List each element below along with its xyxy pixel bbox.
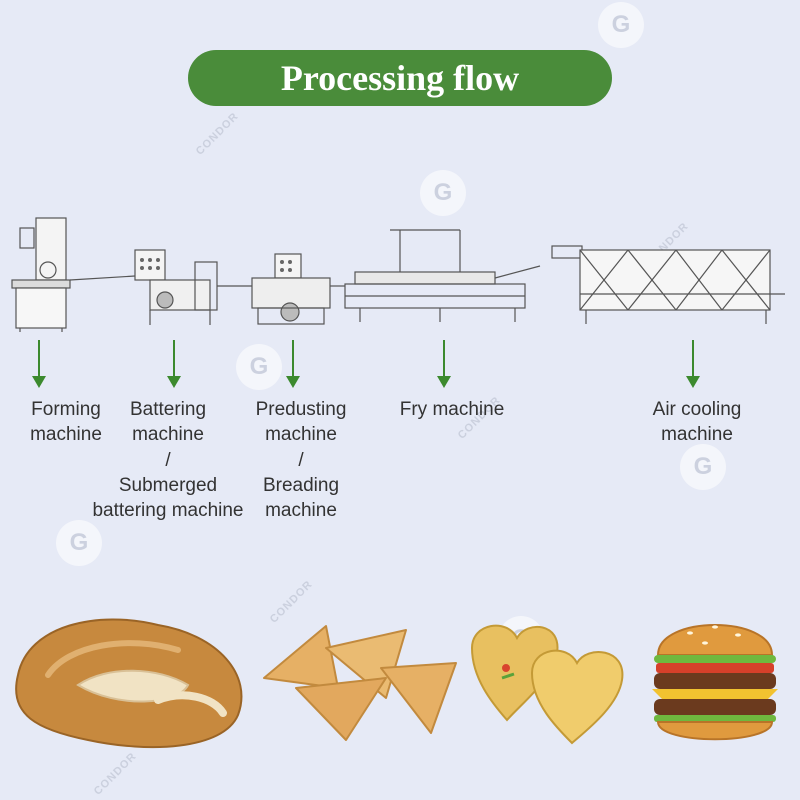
watermark-logo-icon: G (420, 170, 466, 216)
page-title: Processing flow (188, 50, 612, 106)
burger-icon (652, 624, 778, 741)
step-label-separator: / (165, 450, 171, 471)
watermark-brand: CONDOR (91, 750, 140, 798)
step-label-line: machine (265, 500, 337, 521)
heart-shaped-snack-icon (470, 624, 624, 745)
page-title-text: Processing flow (280, 58, 520, 98)
forming-machine-icon (11, 217, 71, 332)
step-label-line: Breading (262, 475, 340, 496)
battering-machine-icon (134, 249, 218, 325)
arrow-down-icon (686, 340, 700, 388)
step-label-line: machine (265, 424, 337, 445)
watermark-logo-icon: G (680, 444, 726, 490)
step-label-fry: Fry machine (384, 397, 520, 422)
step-label-predusting: Predusting machine / Breading machine (240, 397, 362, 523)
watermark-logo-icon: G (598, 2, 644, 48)
breaded-chicken-cutlet-icon (15, 618, 243, 749)
predusting-machine-icon (251, 253, 331, 325)
step-label-line: battering machine (92, 500, 244, 521)
step-label-line: machine (132, 424, 204, 445)
step-label-line: Submerged (118, 475, 218, 496)
step-label-line: Air cooling (652, 399, 742, 420)
step-label-line: machine (30, 424, 102, 445)
arrow-down-icon (286, 340, 300, 388)
step-label-separator: / (298, 450, 304, 471)
step-label-line: machine (661, 424, 733, 445)
arrow-down-icon (32, 340, 46, 388)
production-line-drawing (11, 217, 785, 332)
watermark-brand: CONDOR (193, 110, 242, 158)
arrow-down-icon (437, 340, 451, 388)
step-label-line: Forming (31, 399, 101, 420)
fry-machine-icon (344, 229, 541, 322)
air-cooling-machine-icon (551, 245, 785, 324)
triangle-nugget-icon (263, 625, 457, 741)
step-label-line: Predusting (255, 399, 347, 420)
step-label-line: Battering (129, 399, 207, 420)
watermark-logo-icon: G (56, 520, 102, 566)
watermark-logo-icon: G (236, 344, 282, 390)
step-label-battering: Battering machine / Submerged battering … (84, 397, 252, 523)
step-label-forming: Forming machine (14, 397, 118, 447)
step-label-line: Fry machine (399, 399, 505, 420)
step-label-air-cooling: Air cooling machine (634, 397, 760, 447)
arrow-down-icon (167, 340, 181, 388)
